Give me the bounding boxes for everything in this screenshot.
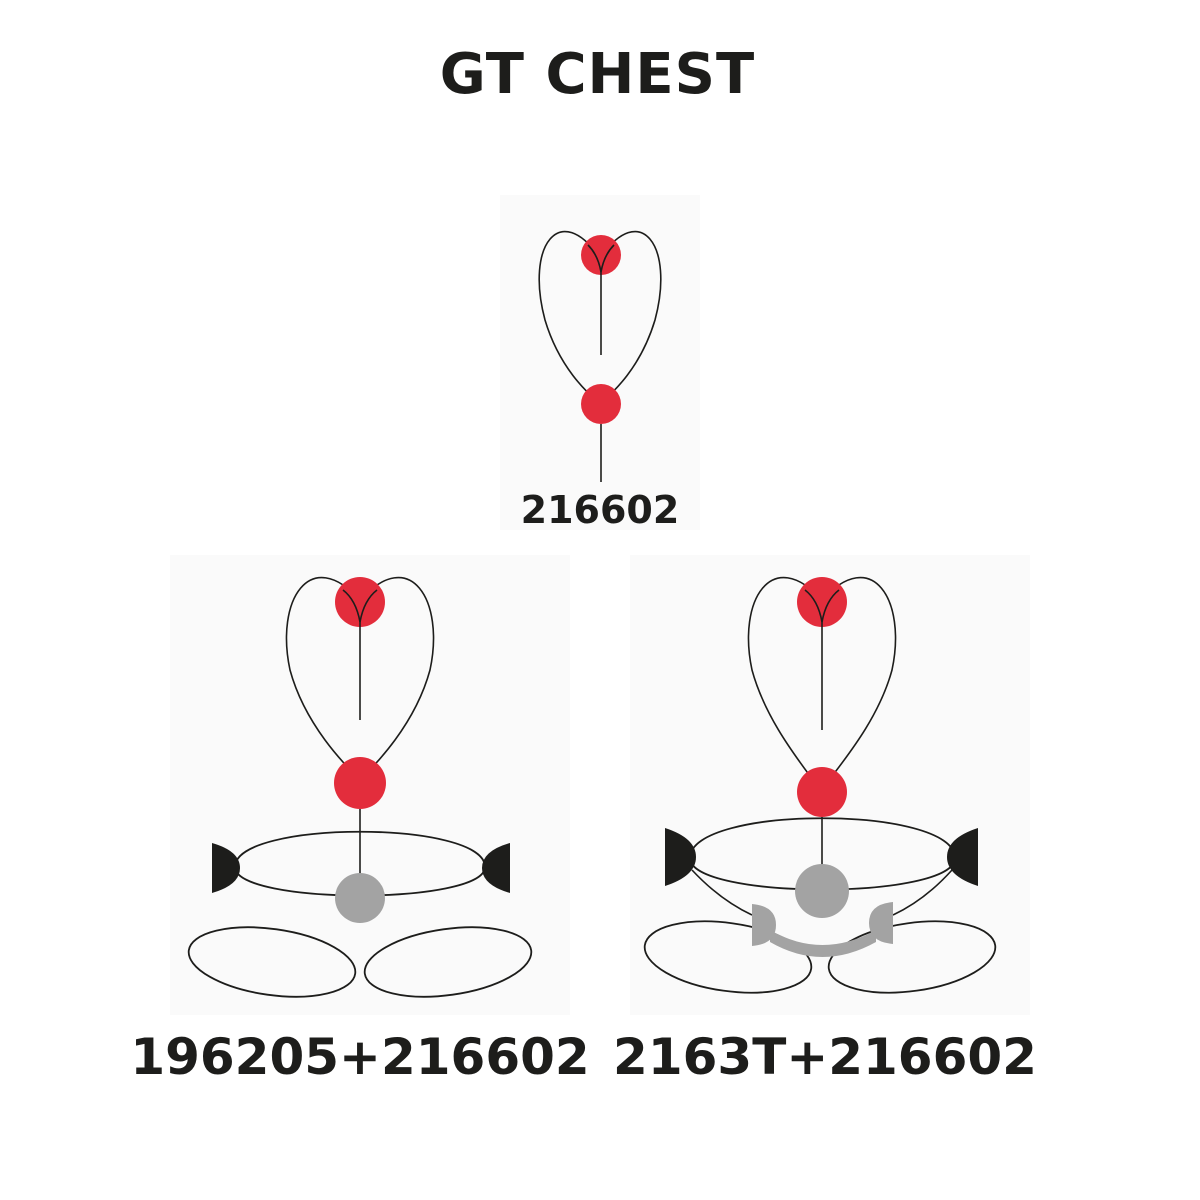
diagram-label-left: 196205+216602 bbox=[130, 1028, 590, 1086]
shoulder-loops bbox=[285, 576, 435, 781]
red-ring-bottom bbox=[581, 384, 621, 424]
black-hook-left bbox=[665, 828, 696, 886]
red-ring-bottom bbox=[797, 767, 847, 817]
red-ring-top bbox=[581, 235, 621, 275]
black-hook-right bbox=[947, 828, 978, 886]
diagram-top bbox=[538, 230, 662, 482]
grey-clip-right bbox=[869, 902, 893, 944]
grey-ring bbox=[335, 873, 385, 923]
black-hook-right bbox=[482, 843, 510, 893]
black-hook-left bbox=[212, 843, 240, 893]
diagram-label-right: 2163T+216602 bbox=[613, 1028, 1037, 1086]
leg-loop-left bbox=[643, 920, 813, 994]
red-ring-top bbox=[335, 577, 385, 627]
diagram-left bbox=[187, 576, 533, 998]
shoulder-loops bbox=[747, 576, 897, 791]
leg-loop-left bbox=[187, 926, 357, 998]
grey-clip-left bbox=[752, 904, 776, 946]
leg-loop-right bbox=[827, 920, 997, 994]
bridge-strap-left bbox=[691, 869, 753, 916]
grey-bridge bbox=[770, 930, 876, 957]
red-ring-top bbox=[797, 577, 847, 627]
bridge-strap-right bbox=[892, 869, 953, 916]
page-title: GT CHEST bbox=[439, 42, 756, 107]
leg-loop-right bbox=[363, 926, 533, 998]
red-ring-bottom bbox=[334, 757, 386, 809]
diagram-right bbox=[643, 576, 997, 994]
shoulder-loops bbox=[538, 230, 662, 405]
diagram-label-top: 216602 bbox=[520, 488, 680, 532]
grey-ring bbox=[795, 864, 849, 918]
